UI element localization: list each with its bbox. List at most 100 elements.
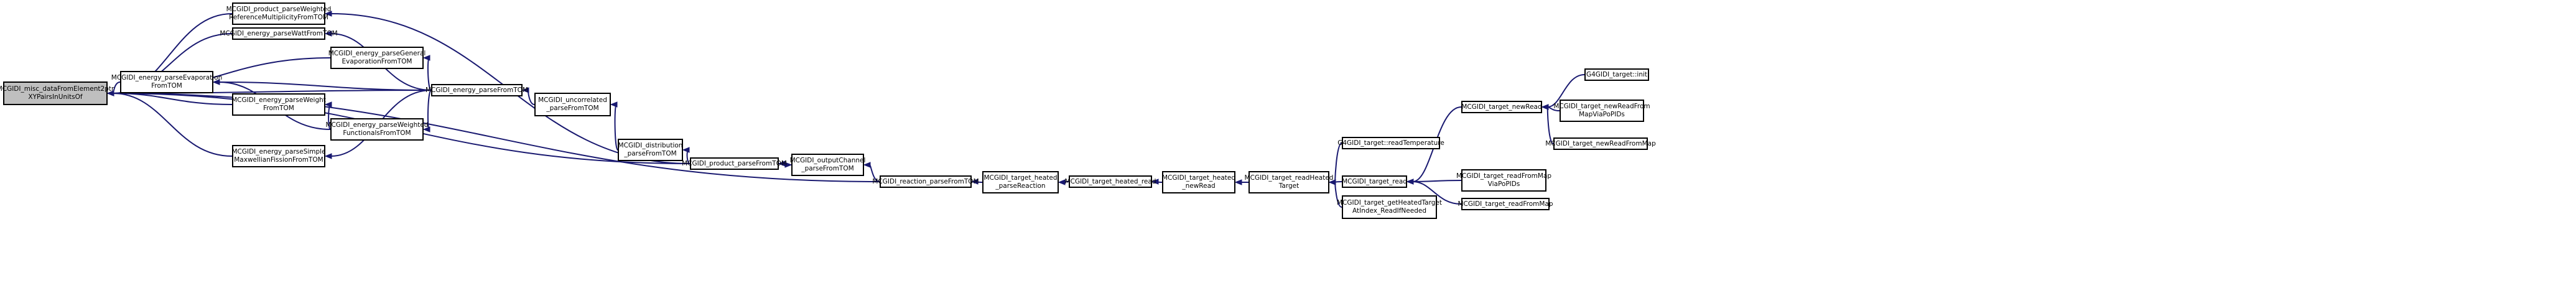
node-label-line: MCGIDI_energy_parseEvaporation [111,74,223,81]
call-edge [113,93,233,157]
node-label-line: MCGIDI_outputChannel [789,157,866,164]
node-label-line: MCGIDI_product_parseFromTOM [682,159,787,167]
node-label-line: MCGIDI_target_newRead [1461,103,1542,111]
node-label-line: MCGIDI_energy_parseGeneral [328,50,426,57]
node-label-line: G4GIDI_target::init [1586,70,1648,78]
node-label-line: MCGIDI_product_parseWeighted [226,6,332,13]
node-label-line: FromTOM [151,82,182,90]
call-edge-arrowhead [1151,179,1159,185]
node-label-line: XYPairsInUnitsOf [28,93,83,101]
call-edge-arrowhead [324,11,332,17]
function-node-energy-parsefromtom[interactable]: MCGIDI_energy_parseFromTOM [425,84,528,96]
call-edge [1412,181,1462,205]
node-label-line: _parseFromTOM [546,105,599,112]
call-edge [1412,180,1462,182]
node-label-line: MCGIDI_target_getHeatedTarget [1337,199,1442,207]
function-node-g4gidi-readtemperature[interactable]: G4GIDI_target::readTemperature [1337,137,1444,149]
call-edge [1334,142,1342,183]
call-edge-arrowhead [610,101,618,108]
call-edge-arrowhead [106,90,114,96]
node-label-line: EvaporationFromTOM [342,58,412,65]
node-label-line: MCGIDI_target_readFromMap [1458,200,1553,208]
call-edge-arrowhead [1541,104,1549,110]
node-label-line: MapViaPoPIDs [1579,111,1625,118]
function-node-distribution-parsefromtom[interactable]: MCGIDI_distribution_parseFromTOM [618,139,683,161]
call-edge-arrowhead [422,55,430,61]
node-label-line: G4GIDI_target::readTemperature [1337,139,1444,147]
node-label-line: MCGIDI_energy_parseWeight [231,96,326,104]
node-label-line: AtIndex_ReadIfNeeded [1352,207,1426,215]
node-label-line: ReferenceMultiplicityFromTOM [229,14,328,21]
call-edge-arrowhead [212,79,220,85]
function-node-product-parsefromtom[interactable]: MCGIDI_product_parseFromTOM [682,157,787,170]
call-edge [218,81,432,91]
node-label-line: MCGIDI_target_read [1342,177,1407,185]
call-edge-arrowhead [324,30,332,37]
call-edge-arrowhead [324,101,332,108]
function-node-target-newread[interactable]: MCGIDI_target_newRead [1461,101,1542,113]
function-node-reaction-parsefromtom[interactable]: MCGIDI_reaction_parseFromTOM [872,175,979,188]
call-edge-arrowhead [422,126,430,133]
call-edge-arrowhead [1058,179,1066,185]
node-label-line: MCGIDI_energy_parseFromTOM [425,86,528,94]
function-node-target-read[interactable]: MCGIDI_target_read [1342,175,1407,188]
call-edge [1546,106,1554,144]
node-label-line: Target [1278,182,1300,190]
node-label-line: MCGIDI_misc_dataFromElement2ptr [0,85,114,93]
call-edge-arrowhead [1234,179,1242,185]
call-edge-arrowhead [521,87,529,93]
call-edge-arrowhead [784,162,793,168]
function-node-target-newreadfrommap[interactable]: MCGIDI_target_newReadFromMap [1545,137,1656,150]
call-edge-arrowhead [1406,179,1414,185]
node-label-line: _parseReaction [995,182,1046,190]
call-edge-arrowhead [970,179,979,185]
node-label-line: MCGIDI_distribution [618,142,683,149]
node-label-line: _parseFromTOM [801,165,854,172]
node-label-line: _parseFromTOM [624,150,677,157]
function-node-g4gidi-init[interactable]: G4GIDI_target::init [1584,68,1649,81]
node-label-line: MCGIDI_target_newReadFrom [1553,103,1650,110]
node-label-line: MCGIDI_uncorrelated [538,96,607,104]
call-edge-arrowhead [863,162,871,168]
function-node-target-heated-read[interactable]: MCGIDI_target_heated_read [1065,175,1156,188]
call-edge [113,81,121,94]
node-label-line: FunctionalsFromTOM [343,129,411,137]
function-node-target-heated-parsereaction[interactable]: MCGIDI_target_heated_parseReaction [982,171,1059,193]
function-node-energy-parsewattfromtom[interactable]: MCGIDI_energy_parseWattFromTOM [220,27,338,40]
call-edge-arrowhead [324,153,332,159]
node-label-line: MCGIDI_energy_parseWattFromTOM [220,29,338,37]
node-label-line: ViaPoPIDs [1487,180,1520,188]
node-label-line: MCGIDI_reaction_parseFromTOM [872,177,979,185]
call-edge-arrowhead [1328,179,1336,185]
node-label-line: MCGIDI_target_readFromMap [1456,172,1552,180]
node-label-line: _newRead [1182,182,1216,190]
function-node-outputchannel-parsefromtom[interactable]: MCGIDI_outputChannel_parseFromTOM [789,154,866,176]
node-label-line: FromTOM [263,105,294,112]
call-edge [1547,74,1585,108]
node-label-line: MCGIDI_target_heated [1161,174,1236,182]
function-node-uncorrelated-parsefromtom[interactable]: MCGIDI_uncorrelated_parseFromTOM [534,93,611,116]
node-label-line: MCGIDI_target_heated [983,174,1058,182]
node-label-line: MCGIDI_energy_parseWeighted [325,121,429,129]
node-label-line: MCGIDI_target_heated_read [1064,177,1156,185]
call-edge-arrowhead [682,147,690,153]
function-node-target-readfrommap[interactable]: MCGIDI_target_readFromMap [1458,198,1553,210]
node-label-line: MaxwellianFissionFromTOM [234,156,323,164]
node-label-line: MCGIDI_target_newReadFromMap [1545,139,1656,147]
function-node-target-heated-newread[interactable]: MCGIDI_target_heated_newRead [1162,171,1235,193]
node-label-line: MCGIDI_target_readHeated [1244,174,1334,182]
node-label-line: MCGIDI_energy_parseSimple [231,148,326,156]
